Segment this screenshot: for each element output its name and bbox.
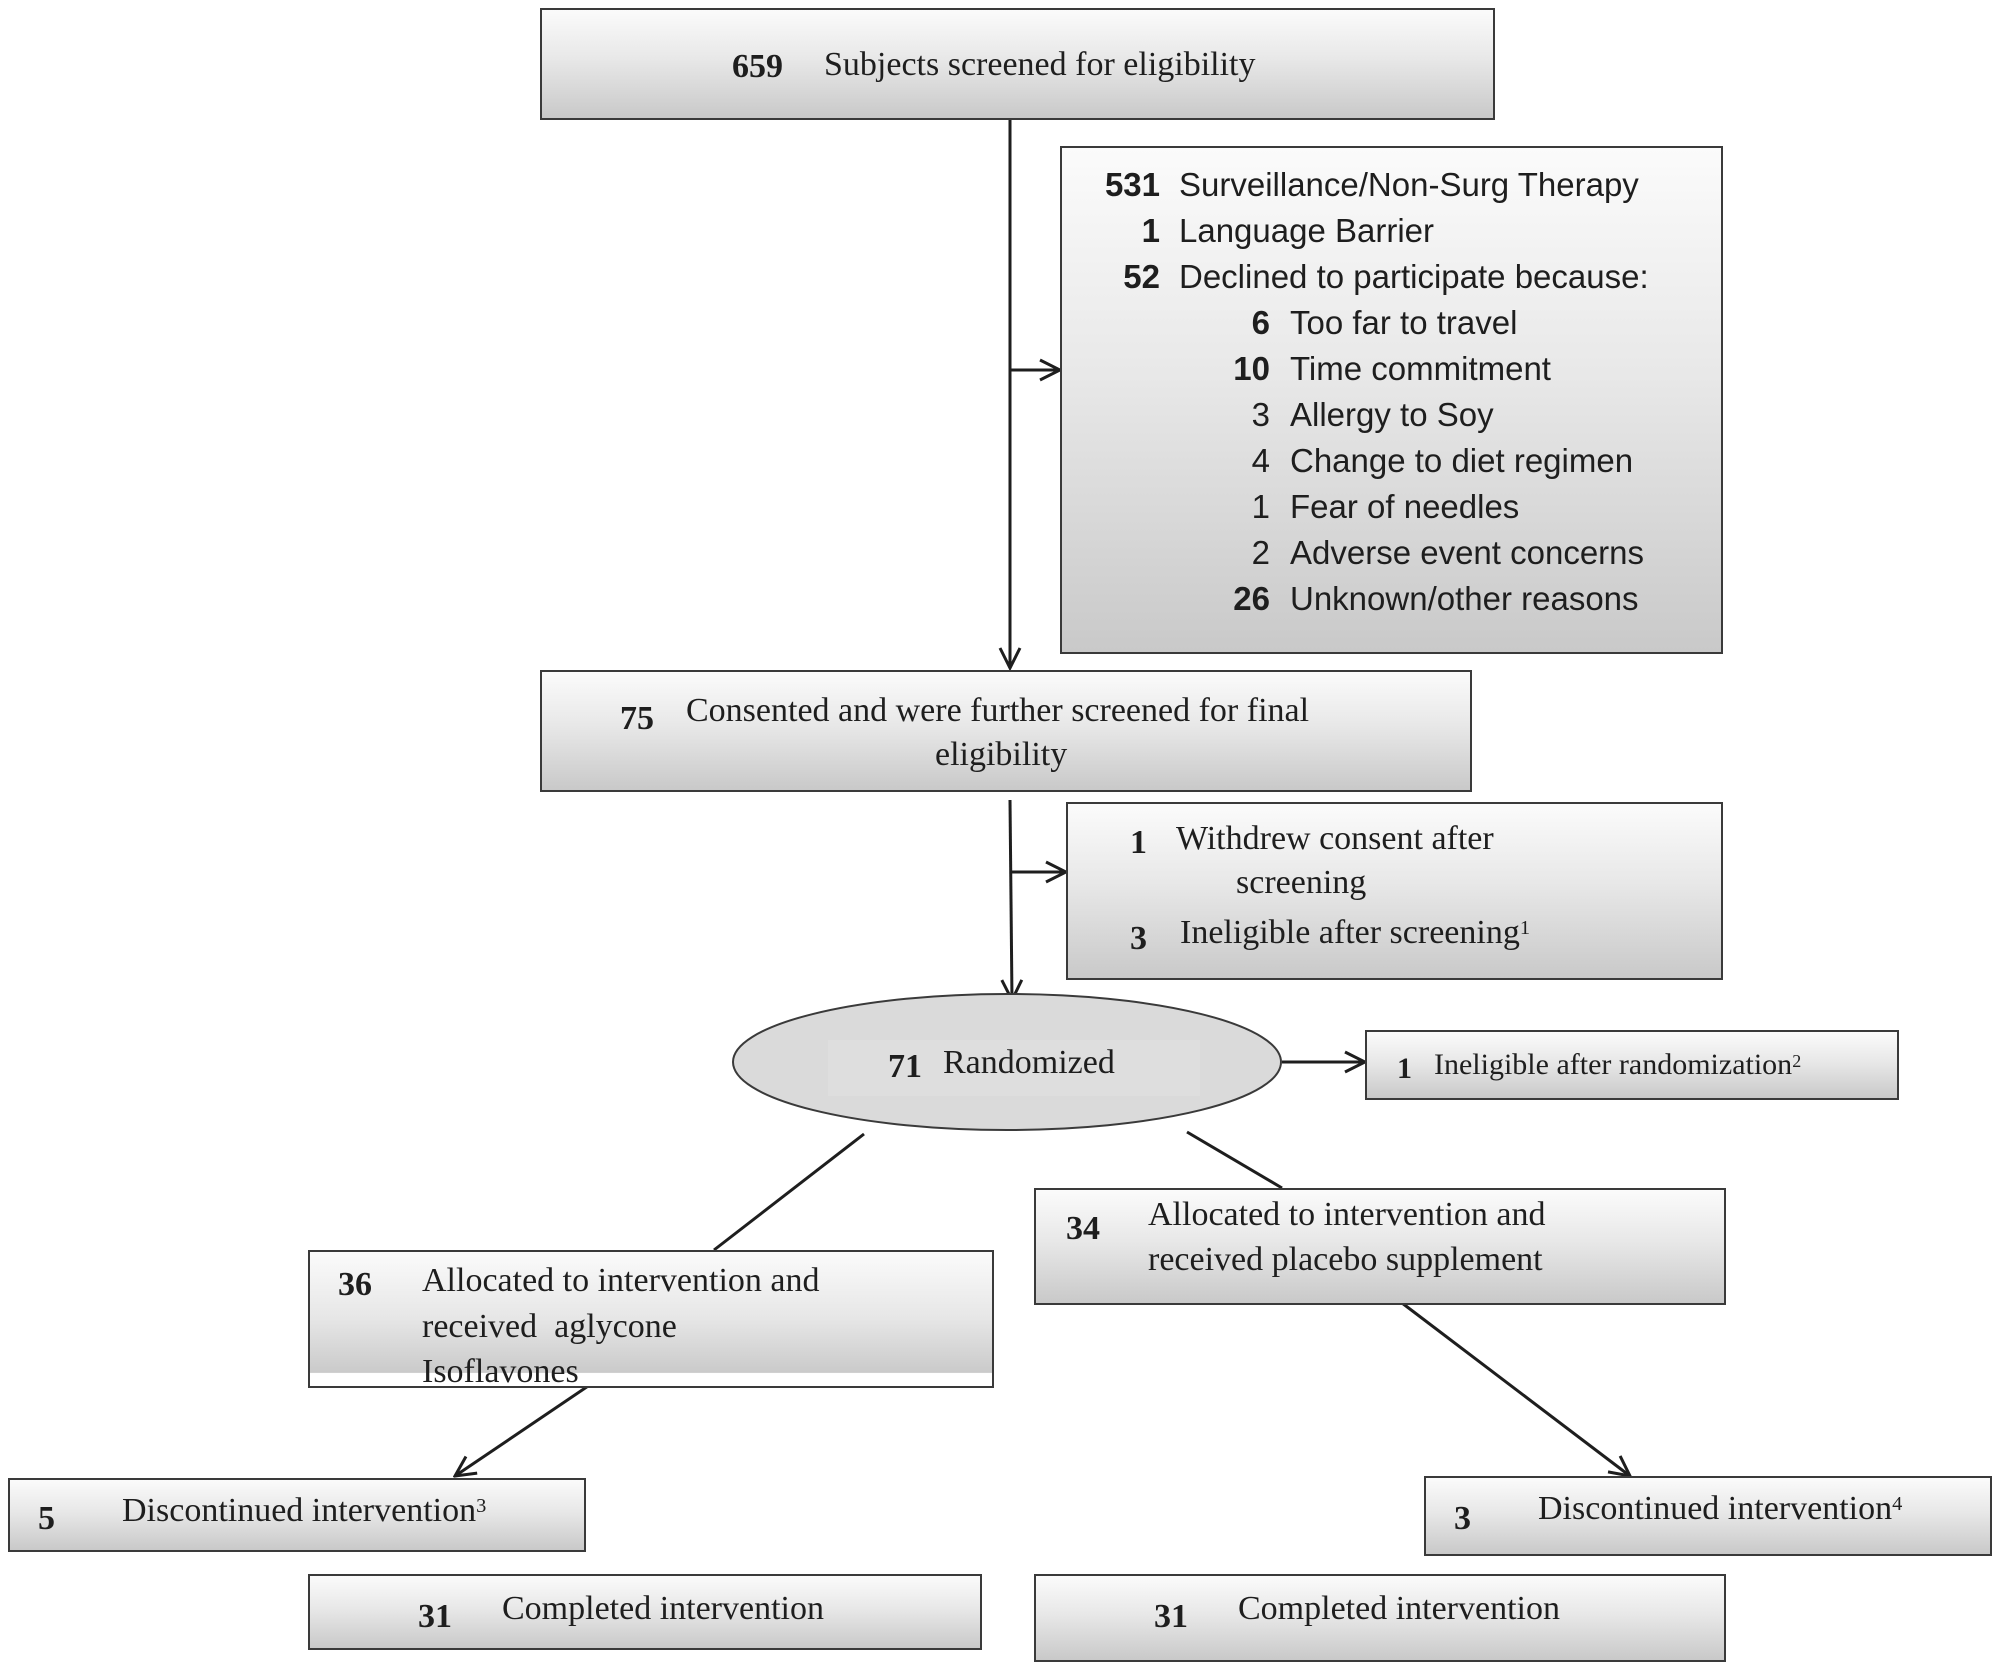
randomized-label: Randomized (943, 1044, 1115, 1081)
decline-reason-count: 2 (1251, 534, 1270, 571)
isoflavones-label-line3: Isoflavones (422, 1353, 579, 1390)
decline-reason-label: Adverse event concerns (1290, 534, 1645, 571)
withdrew-label-line2: screening (1236, 864, 1367, 901)
line-rand-to-isoflavones (713, 1132, 865, 1252)
decline-reason-label: Fear of needles (1290, 488, 1520, 525)
ineligible-rand-count: 1 (1397, 1052, 1412, 1085)
completed-right-box: 31 Completed intervention (1034, 1574, 1726, 1662)
screened-label: Subjects screened for eligibility (824, 46, 1256, 83)
exclusion-count: 52 (1123, 258, 1160, 295)
placebo-count: 34 (1066, 1210, 1100, 1247)
isoflavones-arm-box: 36 Allocated to intervention and receive… (308, 1250, 994, 1390)
arrow-isoflavones-to-discontinued (455, 1376, 601, 1476)
footnote-marker: 1 (1519, 917, 1531, 939)
discontinued-right-label: Discontinued intervention4 (1538, 1490, 1903, 1527)
footnote-marker: 2 (1792, 1051, 1802, 1071)
exclusions-box: 531 Surveillance/Non-Surg Therapy 1 Lang… (1060, 146, 1723, 654)
line-rand-to-placebo (1186, 1130, 1283, 1190)
consented-count: 75 (620, 700, 654, 737)
ineligible-after-randomization-box: 1 Ineligible after randomization2 (1365, 1030, 1899, 1100)
completed-left-label: Completed intervention (502, 1590, 824, 1627)
exclusion-count: 531 (1104, 166, 1160, 203)
consented-label-line2: eligibility (935, 736, 1068, 773)
footnote-marker: 3 (476, 1495, 487, 1517)
decline-reason-label: Too far to travel (1290, 304, 1518, 341)
ineligible-screening-label: Ineligible after screening1 (1180, 914, 1531, 951)
ineligible-rand-label: Ineligible after randomization2 (1434, 1048, 1802, 1081)
completed-right-count: 31 (1154, 1598, 1188, 1635)
discontinued-left-box: 5 Discontinued intervention3 (8, 1478, 586, 1552)
decline-reason-label: Change to diet regimen (1290, 442, 1634, 479)
decline-reason-count: 26 (1233, 580, 1270, 617)
exclusion-label: Language Barrier (1179, 212, 1435, 249)
decline-reason-count: 1 (1251, 488, 1270, 525)
consented-label-line1: Consented and were further screened for … (686, 692, 1310, 729)
decline-reason-count: 10 (1233, 350, 1270, 387)
isoflavones-label-line1: Allocated to intervention and (422, 1262, 820, 1299)
exclusion-label: Declined to participate because: (1179, 258, 1649, 295)
completed-right-label: Completed intervention (1238, 1590, 1560, 1627)
decline-reason-label: Unknown/other reasons (1290, 580, 1639, 617)
exclusion-label: Surveillance/Non-Surg Therapy (1179, 166, 1639, 203)
footnote-marker: 4 (1892, 1493, 1903, 1515)
discontinued-right-box: 3 Discontinued intervention4 (1424, 1476, 1992, 1556)
completed-left-count: 31 (418, 1598, 452, 1635)
withdrew-count: 1 (1130, 824, 1147, 861)
consented-box: 75 Consented and were further screened f… (540, 670, 1472, 792)
placebo-label-line1: Allocated to intervention and (1148, 1196, 1546, 1233)
exclusion-count: 1 (1141, 212, 1160, 249)
withdrew-label-line1: Withdrew consent after (1176, 820, 1494, 857)
arrow-placebo-to-discontinued (1401, 1301, 1630, 1476)
decline-reason-count: 3 (1251, 396, 1270, 433)
discontinued-left-count: 5 (38, 1500, 55, 1537)
randomized-label-panel (828, 1040, 1200, 1096)
ineligible-screening-count: 3 (1130, 920, 1147, 957)
randomized-count: 71 (888, 1048, 922, 1085)
placebo-arm-box: 34 Allocated to intervention and receive… (1034, 1188, 1726, 1305)
arrow-consented-to-randomized (1010, 799, 1012, 1000)
screened-box: 659 Subjects screened for eligibility (540, 8, 1495, 120)
placebo-label-line2: received placebo supplement (1148, 1241, 1543, 1278)
screened-count: 659 (732, 48, 783, 85)
decline-reason-count: 4 (1251, 442, 1270, 479)
discontinued-right-count: 3 (1454, 1500, 1471, 1537)
decline-reason-label: Allergy to Soy (1290, 396, 1494, 433)
completed-left-box: 31 Completed intervention (308, 1574, 982, 1650)
discontinued-left-label: Discontinued intervention3 (122, 1492, 487, 1529)
isoflavones-count: 36 (338, 1266, 372, 1303)
post-screening-box: 1 Withdrew consent after screening 3 Ine… (1066, 802, 1723, 980)
isoflavones-label-line2: received aglycone (422, 1308, 677, 1345)
decline-reason-label: Time commitment (1290, 350, 1551, 387)
decline-reason-count: 6 (1251, 304, 1270, 341)
